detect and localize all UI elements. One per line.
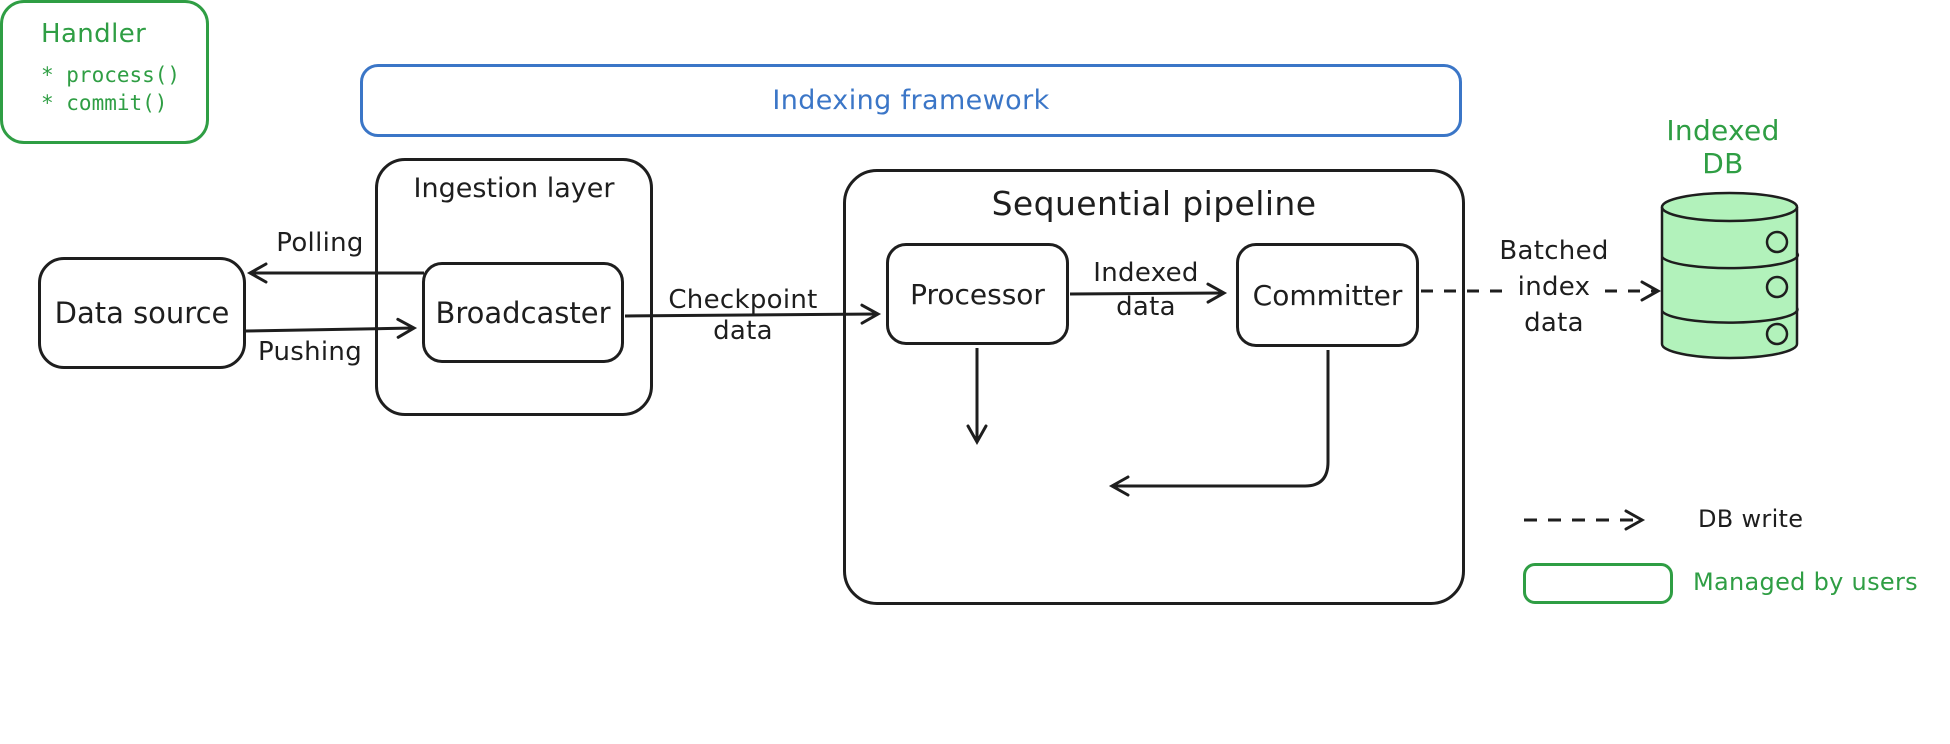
sequential-pipeline-box: Sequential pipeline — [843, 169, 1465, 605]
sequential-pipeline-label: Sequential pipeline — [991, 184, 1317, 223]
indexing-framework-frame: Indexing framework — [360, 64, 1462, 137]
committer-node: Committer — [1236, 243, 1419, 347]
indexing-framework-title: Indexing framework — [772, 85, 1050, 116]
legend-managed-swatch — [1523, 563, 1673, 604]
handler-method-commit: * commit() — [41, 91, 168, 115]
data-source-node: Data source — [38, 257, 246, 369]
ingestion-layer-box: Ingestion layer — [375, 158, 653, 416]
processor-node: Processor — [886, 243, 1069, 345]
handler-node: Handler * process() * commit() — [0, 0, 209, 144]
data-source-label: Data source — [54, 296, 230, 330]
broadcaster-label: Broadcaster — [435, 295, 611, 330]
committer-label: Committer — [1252, 278, 1403, 312]
handler-title: Handler — [41, 19, 147, 49]
ingestion-layer-label: Ingestion layer — [413, 173, 615, 204]
broadcaster-node: Broadcaster — [422, 262, 624, 363]
processor-label: Processor — [910, 277, 1045, 311]
handler-method-process: * process() — [41, 63, 181, 87]
